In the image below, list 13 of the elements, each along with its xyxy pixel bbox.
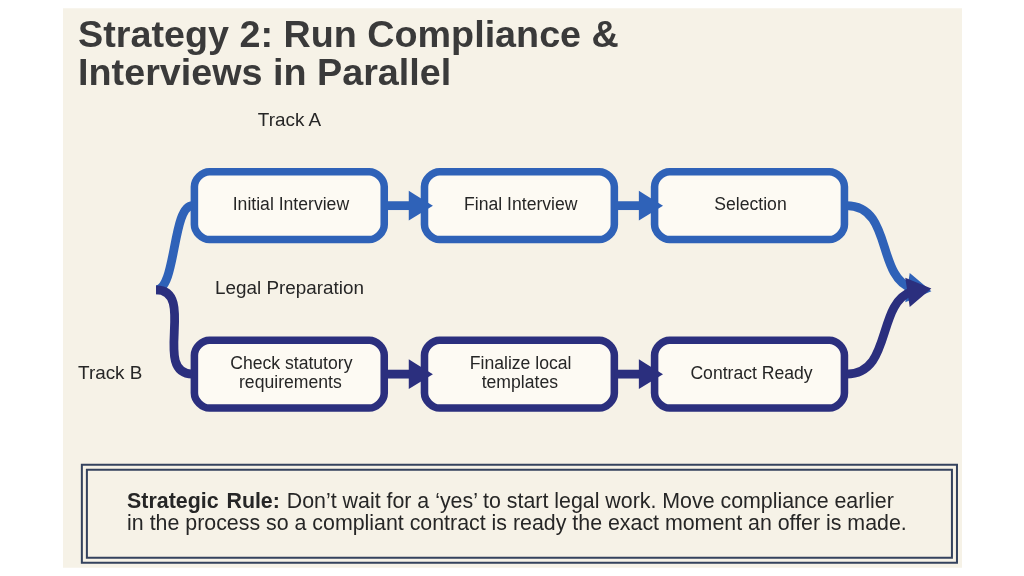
arrow bbox=[845, 277, 931, 379]
node-box: Strategic Rule: Don’t wait for a ‘yes’ to start legal work. Move compliance earlier in the process so a compliant contract is ready the exact moment an offer is made. bbox=[80, 463, 958, 564]
node-box: Finalize local templates bbox=[420, 336, 618, 412]
diagram-title: Strategy 2: Run Compliance & Interviews in Parallel bbox=[77, 13, 619, 93]
label: Track A bbox=[257, 108, 321, 130]
label: Legal Preparation bbox=[214, 277, 364, 299]
node-box: Initial Interview bbox=[190, 167, 388, 244]
label: Track B bbox=[77, 361, 142, 383]
node-box: Selection bbox=[650, 167, 848, 244]
node-box: Contract Ready bbox=[650, 336, 848, 412]
node-box: Final Interview bbox=[420, 167, 618, 244]
connector bbox=[154, 285, 193, 379]
node-box: Check statutory requirements bbox=[190, 336, 388, 412]
